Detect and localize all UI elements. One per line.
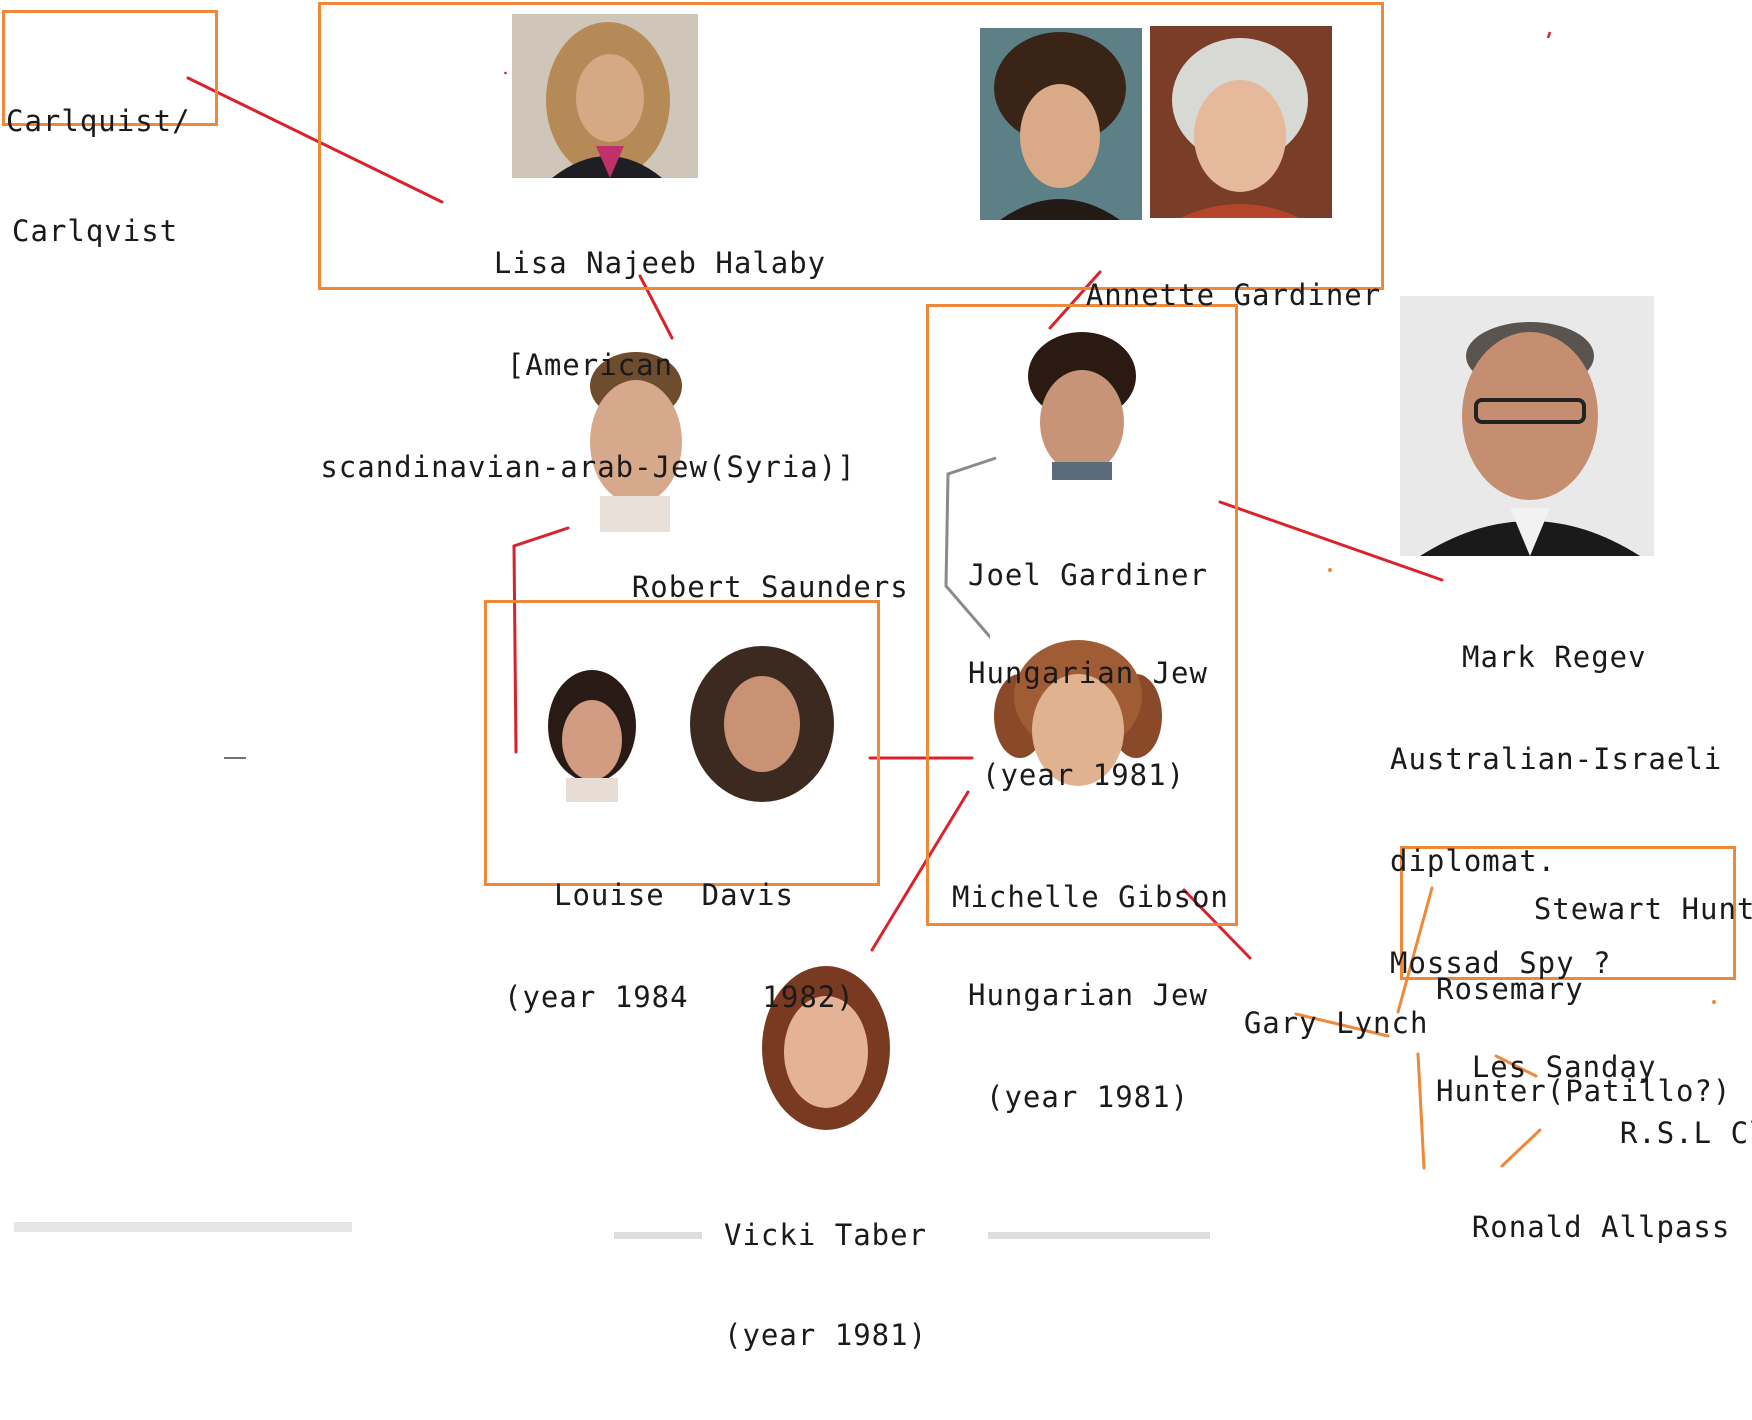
label-rosemary-hunter: Rosemary Hunter(Patillo?) <box>1436 904 1731 1176</box>
connection-lines <box>14 31 1716 1239</box>
line-gary-les <box>1294 1012 1390 1038</box>
label-michelle-gibson: Michelle Gibson Hungarian Jew (year 1981… <box>952 812 1229 1182</box>
label-lisa-halaby: Lisa Najeeb Halaby [American scandinavia… <box>320 178 870 552</box>
box-carlquist <box>2 10 218 126</box>
les-name: Les Sanday <box>1471 1050 1657 1084</box>
vicki-year: (year 1981) <box>724 1318 928 1352</box>
mark-line4: Mossad Spy ? <box>1390 946 1612 980</box>
rsl-name: R.S.L Club <box>1619 1116 1752 1150</box>
photo-mark-regev <box>1400 296 1654 556</box>
michelle-year: (year 1981) <box>986 1080 1190 1114</box>
photo-louise <box>546 668 638 802</box>
carlquist-line1: Carlquist/ <box>6 104 191 138</box>
joel-origin: Hungarian Jew <box>968 656 1208 690</box>
photo-annette-older <box>1150 26 1332 218</box>
line-robert-louise <box>512 526 570 754</box>
lisa-name: Lisa Najeeb Halaby <box>493 246 827 280</box>
label-mark-regev: Mark Regev Australian-Israeli diplomat. … <box>1390 572 1722 1048</box>
annette-name: Annette Gardiner <box>1085 278 1382 312</box>
box-parents <box>318 2 1384 290</box>
rosemary-line2: Hunter(Patillo?) <box>1436 1074 1732 1108</box>
box-hunter <box>1400 846 1736 980</box>
label-annette-gardiner: Annette Gardiner <box>1012 244 1381 346</box>
gary-name: Gary Lynch <box>1243 1006 1429 1040</box>
photo-lisa-halaby <box>512 14 698 178</box>
photo-robert-saunders <box>580 346 692 532</box>
line-joel-michelle <box>944 456 1012 661</box>
label-les-sanday: Les Sanday <box>1398 1016 1656 1118</box>
michelle-name: Michelle Gibson <box>952 880 1229 914</box>
stewart-name: Stewart Hunter <box>1533 892 1752 926</box>
box-louise-davis <box>484 600 880 886</box>
carlquist-line2: Carlqvist <box>12 214 179 248</box>
line-les-rsl <box>1494 1054 1538 1078</box>
line-stewart-les <box>1396 886 1434 1014</box>
mark-line2: Australian-Israeli <box>1390 742 1723 776</box>
line-lisa-robert <box>638 274 674 340</box>
label-stewart-hunter: Stewart Hunter <box>1460 858 1752 960</box>
lisa-origin-line2: scandinavian-arab-Jew(Syria)] <box>320 450 856 484</box>
mark-name: Mark Regev <box>1462 640 1647 674</box>
line-annette-joel <box>1048 270 1102 330</box>
louise-davis-names: Louise Davis <box>554 878 794 912</box>
box-joel-michelle <box>926 304 1238 926</box>
joel-name: Joel Gardiner <box>968 558 1208 592</box>
mark-line3: diplomat. <box>1390 844 1557 878</box>
label-rsl-club: R.S.L Club <box>1546 1082 1752 1184</box>
lisa-origin-line1: [American <box>506 348 674 382</box>
photo-joel-gardiner <box>1022 330 1142 480</box>
louise-davis-years: (year 1984 1982) <box>504 980 855 1014</box>
photo-annette-young <box>980 28 1142 220</box>
line-les-ronald <box>1416 1052 1426 1170</box>
label-gary-lynch: Gary Lynch <box>1170 972 1428 1074</box>
label-joel-gardiner: Joel Gardiner Hungarian Jew (year 1981) <box>968 490 1208 860</box>
michelle-origin: Hungarian Jew <box>968 978 1208 1012</box>
label-vicki-taber: Vicki Taber (year 1981) <box>724 1150 927 1420</box>
line-michelle-vicki <box>870 790 970 952</box>
label-carlquist: Carlquist/ Carlqvist <box>6 36 191 316</box>
vicki-name: Vicki Taber <box>724 1218 928 1252</box>
label-louise-davis: Louise Davis (year 1984 1982) <box>504 810 855 1082</box>
line-rsl-ronald <box>1500 1128 1542 1168</box>
ronald-name: Ronald Allpass <box>1471 1210 1731 1244</box>
joel-year: (year 1981) <box>982 758 1186 792</box>
photo-vicki-taber <box>752 952 900 1132</box>
line-joel-mark <box>1218 500 1444 582</box>
rosemary-line1: Rosemary <box>1436 972 1584 1006</box>
photo-davis <box>682 640 844 802</box>
line-carlquist-lisa <box>186 76 444 204</box>
label-ronald-allpass: Ronald Allpass <box>1398 1176 1730 1278</box>
label-robert-saunders: Robert Saunders <box>558 536 909 638</box>
robert-name: Robert Saunders <box>631 570 909 604</box>
photo-michelle-gibson <box>990 630 1166 796</box>
